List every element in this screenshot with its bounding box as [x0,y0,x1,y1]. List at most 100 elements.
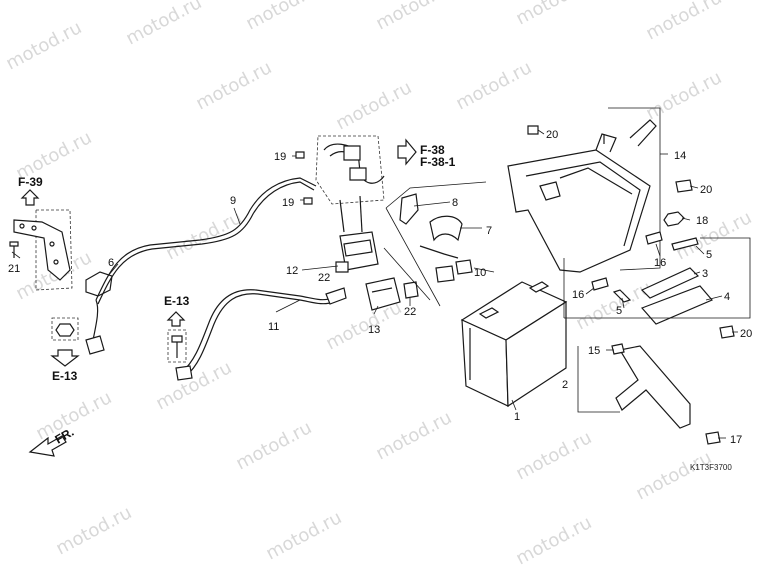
front-arrow-icon [28,435,67,457]
screw-19-bottom [303,197,313,205]
left-bracket-assembly [9,209,73,291]
part-number: 20 [740,328,752,340]
bolt-20-top [527,125,539,135]
bolt-head [171,335,183,343]
part-number: 13 [368,324,380,336]
watermark-text: motod.ru [372,407,455,464]
spacer-16 [591,277,609,291]
leader-lines [11,129,738,439]
bracket-plate [13,219,71,281]
part-number: 14 [674,150,686,162]
nut-icon [55,323,75,337]
screw-19-top [295,151,305,159]
part-number: 21 [8,263,20,275]
part-number: 19 [282,197,294,209]
part-number: 15 [588,345,600,357]
nut-18 [663,211,685,227]
bolt-20-bottom [719,325,735,339]
wire-connector [343,145,361,161]
sheet-5 [612,289,632,303]
watermark-text: motod.ru [332,77,415,134]
ref-f39-label: F-39 [18,175,43,189]
watermark-text: motod.ru [672,207,755,264]
watermark-text: motod.ru [152,357,235,414]
part-number: 16 [654,257,666,269]
part-number: 6 [108,257,114,269]
part-number: 20 [546,129,558,141]
part-number: 5 [616,305,622,317]
cable-9-terminal [85,335,105,355]
watermark-text: motod.ru [192,57,275,114]
part-number: 3 [702,268,708,280]
pad-3 [640,267,700,299]
spacer-16 [645,231,663,245]
ref-f381-label: F-38-1 [420,155,456,169]
fuse-10 [455,259,473,275]
ref-f38-label: F-38 [420,143,445,157]
relay-12 [335,231,379,273]
battery-case-14 [507,119,657,273]
part-number-labels: 19 19 9 6 21 12 22 11 13 22 8 7 10 1 20 … [8,129,752,446]
up-arrow-icon [166,311,186,327]
part-number: 18 [696,215,708,227]
part-number: 10 [474,267,486,279]
part-number: 2 [562,379,568,391]
cap-22 [335,261,349,273]
ref-f38[interactable]: F-38 F-38-1 [397,138,456,169]
part-number: 20 [700,184,712,196]
down-arrow-icon [50,349,80,367]
sheet-5 [671,237,699,251]
cable-9 [95,177,317,301]
watermark-text: motod.ru [122,0,205,49]
watermark-text: motod.ru [642,0,725,44]
part-number: 9 [230,195,236,207]
clip-15 [611,343,625,355]
fuse-holder-7 [429,215,463,242]
wire-connector [349,167,367,181]
watermark-text: motod.ru [512,0,595,29]
fuse-holder-assembly [399,193,473,283]
watermark-text: motod.ru [642,67,725,124]
pads-group [591,231,713,325]
watermark-text: motod.ru [512,512,595,569]
part-number: 22 [404,306,416,318]
bolt-17 [705,431,721,445]
part-number: 7 [486,225,492,237]
starter-relay-wiring [315,135,385,233]
cable-11-terminal [175,365,193,381]
watermark-text: motod.ru [452,57,535,114]
cable-11-end [325,287,347,305]
part-number: 16 [572,289,584,301]
fuse-10 [435,265,455,283]
part-number: 17 [730,434,742,446]
part-number: 22 [318,272,330,284]
cap-22 [403,281,419,299]
part-number: 4 [724,291,730,303]
part-number: 19 [274,151,286,163]
part-number: 1 [514,411,520,423]
watermark-text: motod.ru [242,0,325,34]
part-number: 12 [286,265,298,277]
watermark-text: motod.ru [512,427,595,484]
watermark-text: motod.ru [572,277,655,334]
right-arrow-icon [397,138,417,166]
watermark-text: motod.ru [632,447,715,504]
watermark-text: motod.ru [372,0,455,34]
battery-1 [460,281,568,408]
bolt-21 [9,241,19,247]
ref-e13-top[interactable]: E-13 [164,294,190,363]
battery-band-2 [611,343,691,429]
diagram-code: K1T3F3700 [690,463,732,472]
bolt-20-right [675,179,693,193]
pad-4 [640,285,713,325]
part-number: 5 [706,249,712,261]
ref-e13-bottom[interactable]: E-13 [50,317,80,383]
ref-f39[interactable]: F-39 [18,175,43,206]
watermark-text: motod.ru [262,507,345,564]
watermark-text: motod.ru [322,297,405,354]
watermark-text: motod.ru [52,502,135,559]
part-number: 11 [268,321,279,333]
ref-e13-top-label: E-13 [164,294,190,308]
watermark-text: motod.ru [2,17,85,74]
